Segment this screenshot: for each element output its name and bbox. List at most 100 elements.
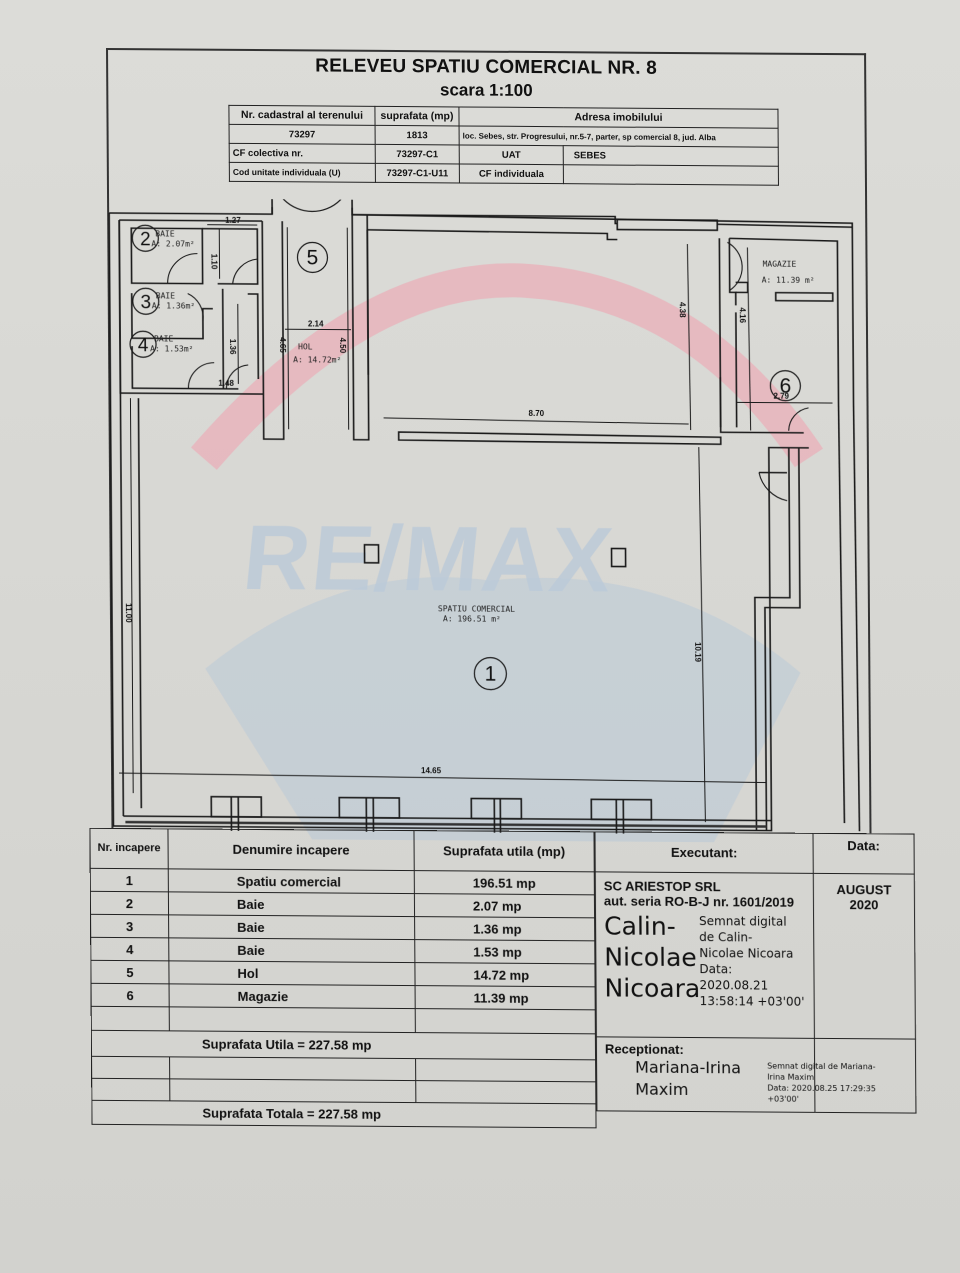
room-4-label: BAIE <box>154 334 174 343</box>
dim-4-16: 4.16 <box>738 307 747 323</box>
dim-1-36: 1.36 <box>228 339 237 355</box>
cod-unitate-label: Cod unitate individuala (U) <box>229 162 376 183</box>
signature-note-line: Data: 2020.08.25 17:29:35 <box>767 1083 876 1094</box>
signature-note-line: Irina Maxim <box>767 1072 815 1082</box>
dim-1-27: 1.27 <box>225 216 241 225</box>
row-name: Magazie <box>169 983 416 1009</box>
row-name: Baie <box>168 914 415 940</box>
room-1-label: SPATIU COMERCIAL <box>438 604 515 614</box>
room-5-area: A: 14.72m² <box>293 355 341 364</box>
room-number-1: 1 <box>484 663 496 686</box>
address-value: loc. Sebes, str. Progresului, nr.5-7, pa… <box>459 125 779 148</box>
room-1-area: A: 196.51 m² <box>443 614 501 623</box>
cf-colectiva-value: 73297-C1 <box>375 144 460 164</box>
row-area: 1.53 mp <box>414 939 595 964</box>
date-cell: AUGUST 2020 <box>813 873 916 1040</box>
dim-1-10: 1.10 <box>209 254 218 270</box>
signature-line: Nicoara <box>604 973 701 1004</box>
dim-4-50: 4.50 <box>338 338 347 354</box>
room-6-area: A: 11.39 m² <box>762 276 815 285</box>
row-nr: 1 <box>90 868 169 892</box>
area-value: 1813 <box>375 125 460 145</box>
signature-line: Maxim <box>635 1079 689 1099</box>
cf-colectiva-label: CF colectiva nr. <box>229 143 376 164</box>
signature-note-line: 2020.08.21 <box>699 978 769 993</box>
room-number-2: 2 <box>140 229 151 250</box>
signature-note-line: Semnat digital <box>699 914 787 929</box>
dim-4-38: 4.38 <box>678 302 687 318</box>
executant-table: Executant: Data: SC ARIESTOP SRL aut. se… <box>594 831 916 1114</box>
room-6-label: MAGAZIE <box>762 260 796 269</box>
executant-authorization: aut. seria RO-B-J nr. 1601/2019 <box>603 893 795 910</box>
executant-cell: SC ARIESTOP SRL aut. seria RO-B-J nr. 16… <box>595 871 815 1039</box>
uat-label: UAT <box>459 144 564 165</box>
row-area: 196.51 mp <box>414 870 595 895</box>
signature-note-line: Data: <box>699 962 733 977</box>
signature-note: Semnat digital de Calin- Nicolae Nicoara… <box>699 911 805 1010</box>
svg-text:RE/MAX: RE/MAX <box>239 506 619 611</box>
dim-2-79: 2.79 <box>773 392 789 401</box>
date-header: Data: <box>813 833 915 875</box>
rooms-table: Nr. incapere Denumire incapere Suprafata… <box>89 828 597 1129</box>
row-nr: 6 <box>91 983 170 1007</box>
row-area: 11.39 mp <box>415 985 596 1010</box>
signature-line: Mariana-Irina <box>635 1057 742 1078</box>
document-sheet: RELEVEU SPATIU COMERCIAL NR. 8 scara 1:1… <box>89 48 921 1128</box>
signature-note-line: Nicolae Nicoara <box>699 946 794 961</box>
signature-line: Calin- <box>604 911 676 941</box>
receptionat-note: Semnat digital de Mariana- Irina Maxim D… <box>767 1061 897 1106</box>
suprafata-utila: Suprafata Utila = 227.58 mp <box>91 1030 596 1060</box>
room-3-label: BAIE <box>156 291 176 300</box>
dim-11-00: 11.00 <box>124 603 133 623</box>
signature-note-line: +03'00' <box>767 1094 799 1104</box>
uat-value: SEBES <box>563 145 779 167</box>
property-info-table: Nr. cadastral al terenului suprafata (mp… <box>228 105 779 186</box>
room-2-label: BAIE <box>155 229 175 238</box>
cadastral-header: Nr. cadastral al terenului <box>228 105 376 126</box>
room-5-label: HOL <box>298 342 313 351</box>
room-4-area: A: 1.53m² <box>150 344 193 353</box>
cf-individuala-value <box>563 164 779 186</box>
address-header: Adresa imobilului <box>458 106 779 129</box>
row-nr: 2 <box>90 891 169 915</box>
signature-note-line: Semnat digital de Mariana- <box>767 1061 876 1072</box>
row-nr: 5 <box>90 960 170 984</box>
room-2-area: A: 2.07m² <box>151 239 194 248</box>
dim-2-14: 2.14 <box>308 319 324 328</box>
date-year: 2020 <box>849 897 879 913</box>
signature-note-line: 13:58:14 +03'00' <box>699 994 805 1009</box>
cadastral-value: 73297 <box>229 124 376 145</box>
name-header: Denumire incapere <box>167 828 415 871</box>
row-nr: 4 <box>90 937 169 961</box>
signature-name: Calin- Nicolae Nicoara <box>604 910 700 1009</box>
room-number-3: 3 <box>140 292 151 313</box>
area-header: Suprafata utila (mp) <box>413 830 595 872</box>
remax-watermark-text: RE/MAX <box>239 506 619 611</box>
row-name: Baie <box>168 937 415 963</box>
dim-14-65: 14.65 <box>421 766 442 775</box>
room-number-4: 4 <box>138 335 149 356</box>
dim-8-70: 8.70 <box>529 409 545 418</box>
dim-10-19: 10.19 <box>693 642 702 663</box>
room-number-6: 6 <box>779 375 791 398</box>
room-number-5: 5 <box>307 246 319 269</box>
row-name: Hol <box>168 960 416 986</box>
dim-4-65: 4.65 <box>278 337 287 353</box>
suprafata-totala: Suprafata Totala = 227.58 mp <box>91 1100 597 1128</box>
row-area: 2.07 mp <box>414 893 595 918</box>
receptionat-label: Receptionat: <box>604 1041 684 1057</box>
receptionat-cell: Receptionat: Mariana-Irina Maxim Semnat … <box>596 1036 876 1113</box>
table-row-empty <box>91 1006 596 1034</box>
room-3-area: A: 1.36m² <box>152 301 195 310</box>
signature-line: Nicolae <box>604 942 697 973</box>
executant-signature: Calin- Nicolae Nicoara Semnat digital de… <box>604 910 810 1009</box>
executant-header: Executant: <box>594 831 814 874</box>
receptionat-name: Mariana-Irina Maxim <box>605 1056 742 1101</box>
area-header: suprafata (mp) <box>374 106 460 126</box>
row-area: 14.72 mp <box>414 962 596 987</box>
remax-watermark <box>190 263 823 844</box>
row-name: Baie <box>168 891 415 917</box>
signature-note-line: de Calin- <box>699 930 753 945</box>
cf-individuala-label: CF individuala <box>459 163 564 184</box>
floor-plan-drawing: RE/MAX <box>108 197 861 844</box>
